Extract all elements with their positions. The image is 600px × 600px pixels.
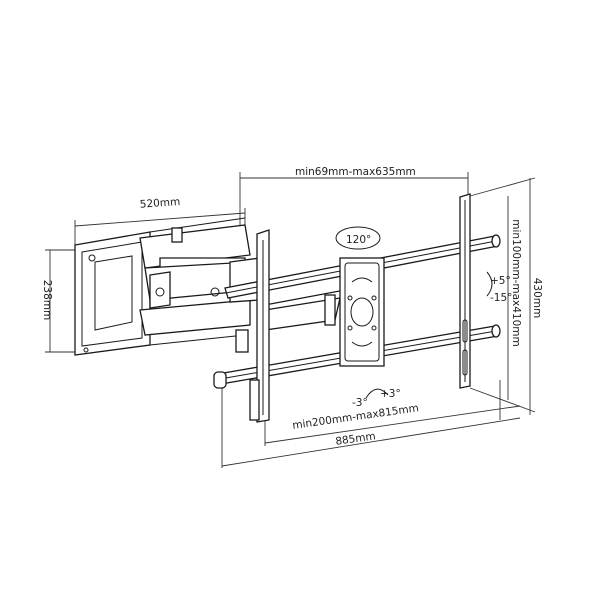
swivel-angle-label: 120° <box>346 234 371 246</box>
arm-extension-label: min69mm-max635mm <box>295 166 416 178</box>
tilt-up-label: +5° <box>490 275 511 287</box>
wall-plate-height-label: 238mm <box>41 280 53 321</box>
level-arc-icon <box>365 388 389 399</box>
center-adapter-plate <box>339 257 385 367</box>
rail-height-label: 430mm <box>531 278 543 319</box>
vesa-vertical-label: min100mm-max410mm <box>510 219 522 346</box>
left-tv-rail <box>249 229 270 423</box>
angle-symbols <box>335 226 493 399</box>
wall-plate <box>74 217 246 356</box>
level-minus-label: -3° <box>352 397 368 409</box>
dimension-lines <box>45 172 536 468</box>
wall-plate-depth-label: 520mm <box>139 196 180 211</box>
right-tv-rail <box>459 193 471 389</box>
tilt-down-label: -15° <box>490 292 512 304</box>
overall-width-label: 885mm <box>335 430 377 448</box>
level-plus-label: +3° <box>380 388 401 400</box>
articulating-arms <box>139 224 346 353</box>
tilt-arc-icon <box>486 271 493 297</box>
swivel-ellipse <box>335 226 381 250</box>
